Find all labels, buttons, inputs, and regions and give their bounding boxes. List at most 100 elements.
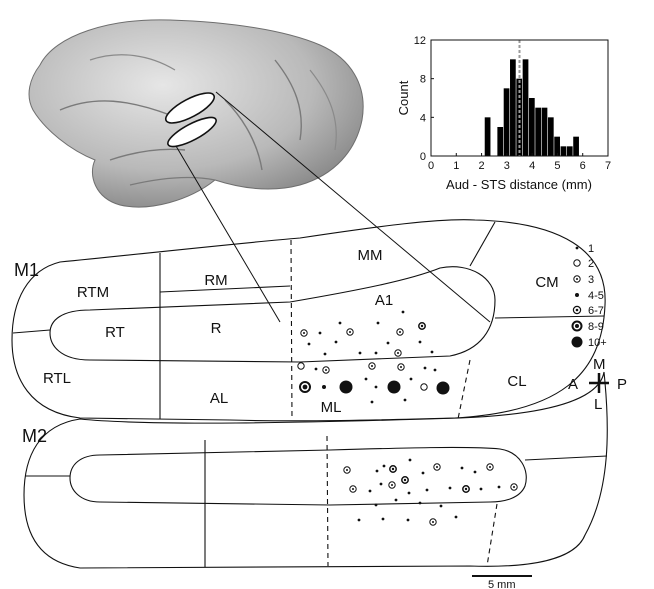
- site-marker: [297, 362, 305, 370]
- histogram-bar-12: [560, 146, 567, 156]
- site-marker: [352, 488, 354, 490]
- area-label-rtm: RTM: [77, 284, 109, 301]
- area-label-mm: MM: [358, 247, 383, 264]
- x-tick-label: 4: [529, 160, 535, 172]
- m1-divider: [12, 329, 51, 334]
- site-marker: [391, 484, 393, 486]
- legend-label-3: 3: [588, 274, 594, 286]
- site-marker: [358, 351, 362, 355]
- area-label-al: AL: [210, 390, 228, 407]
- histogram-bar-2: [497, 127, 504, 156]
- m2-core-outline: [69, 446, 527, 506]
- site-marker: [375, 469, 379, 473]
- site-marker: [338, 321, 342, 325]
- x-tick-label: 1: [453, 160, 459, 172]
- site-marker: [425, 488, 429, 492]
- legend-marker-7: [571, 336, 583, 348]
- y-tick-label: 0: [420, 151, 426, 163]
- site-marker: [409, 377, 413, 381]
- legend-label-7: 10+: [588, 337, 607, 349]
- brain-sulcus: [309, 69, 337, 151]
- histogram-bar-4: [510, 59, 516, 157]
- zoom-line-right: [215, 91, 491, 323]
- site-marker: [302, 384, 308, 390]
- site-marker: [421, 471, 425, 475]
- site-marker: [489, 466, 491, 468]
- m2-outer-outline: [23, 371, 608, 569]
- site-marker: [323, 352, 327, 356]
- legend-label-2: 2: [588, 258, 594, 270]
- m1-outer-outline: [11, 219, 606, 422]
- plot-frame: [430, 39, 609, 157]
- area-label-a1: A1: [375, 292, 393, 309]
- brain-sulcus: [89, 54, 176, 71]
- area-label-r: R: [211, 320, 222, 337]
- site-marker: [382, 464, 386, 468]
- area-label-rt: RT: [105, 324, 125, 341]
- area-label-rtl: RTL: [43, 370, 71, 387]
- site-marker: [374, 503, 378, 507]
- m1-dashed-boundary: [290, 239, 293, 421]
- m1-divider: [469, 221, 496, 267]
- legend-marker-5-dot: [575, 308, 579, 312]
- site-marker: [464, 487, 468, 491]
- histogram-bars: [484, 59, 579, 157]
- y-tick-label: 12: [414, 35, 426, 47]
- brain-sulcus: [59, 100, 171, 116]
- legend-marker-1: [575, 246, 579, 250]
- m1-core-outline: [49, 266, 496, 363]
- brain-sulcus: [129, 176, 216, 186]
- legend: 1 2 3 4-5 6-7 8-9 10+: [571, 243, 607, 349]
- site-marker: [420, 383, 428, 391]
- site-marker: [408, 458, 412, 462]
- site-marker: [374, 385, 378, 389]
- area-label-cl: CL: [507, 373, 526, 390]
- x-tick-label: 3: [504, 160, 510, 172]
- recording-sites-m1: [297, 310, 450, 404]
- site-marker: [418, 340, 422, 344]
- legend-marker-2: [573, 259, 581, 267]
- m2-divider: [524, 455, 608, 461]
- legend-label-1: 1: [588, 243, 594, 255]
- site-marker: [322, 385, 326, 389]
- site-marker: [334, 340, 338, 344]
- site-marker: [303, 332, 305, 334]
- histogram-bar-7: [528, 98, 535, 156]
- site-marker: [473, 470, 477, 474]
- site-marker: [318, 331, 322, 335]
- histogram-bar-3: [503, 88, 510, 156]
- scale-bar-label: 5 mm: [488, 579, 516, 589]
- site-marker: [381, 517, 385, 521]
- site-marker: [454, 515, 458, 519]
- histogram-bar-1: [484, 117, 491, 156]
- site-marker: [391, 467, 395, 471]
- legend-marker-4: [575, 293, 579, 297]
- legend-label-6: 8-9: [588, 321, 604, 333]
- site-marker: [418, 501, 422, 505]
- site-marker: [436, 466, 438, 468]
- compass-l: L: [594, 396, 602, 413]
- site-marker: [387, 380, 401, 394]
- legend-label-4: 4-5: [588, 290, 604, 302]
- compass-p: P: [617, 376, 627, 393]
- m1-dashed-boundary: [457, 359, 471, 420]
- site-marker: [376, 321, 380, 325]
- m1-divider: [494, 315, 605, 319]
- brain-sulcus: [274, 59, 302, 141]
- recording-sites-m2: [343, 458, 518, 526]
- m2-label: M2: [22, 426, 47, 446]
- site-marker: [439, 504, 443, 508]
- m1-label: M1: [14, 260, 39, 280]
- site-marker: [436, 381, 450, 395]
- site-marker: [407, 491, 411, 495]
- m2-dashed-boundary: [326, 435, 329, 567]
- histogram-bar-11: [554, 136, 560, 156]
- site-marker: [339, 380, 353, 394]
- legend-label-5: 6-7: [588, 305, 604, 317]
- x-tick-label: 2: [479, 160, 485, 172]
- compass-m: M: [593, 356, 606, 373]
- m2-map: M2: [22, 371, 608, 569]
